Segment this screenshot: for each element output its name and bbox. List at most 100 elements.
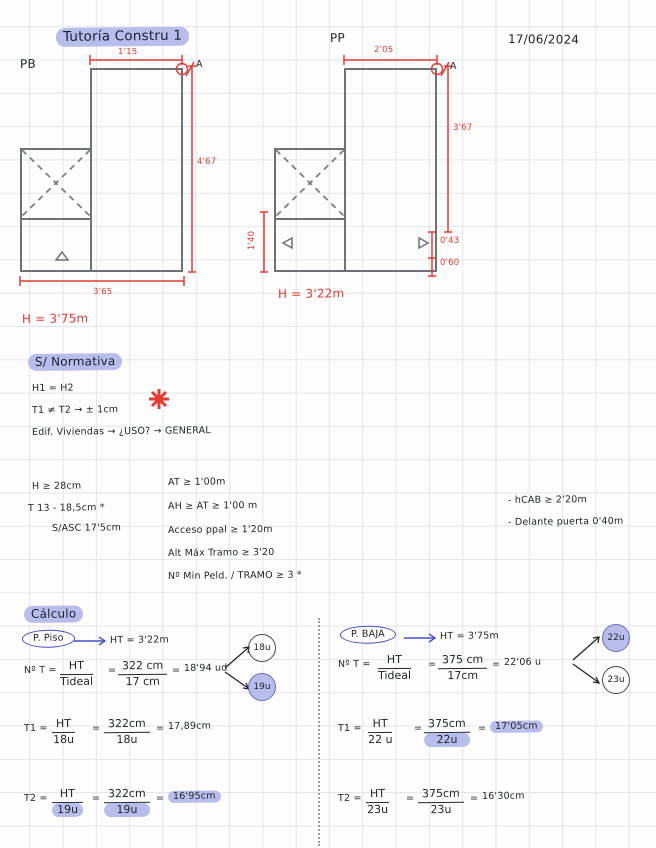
right-small-dimension-1: 0'43	[440, 236, 460, 246]
calculo-right-frac1-num: HT	[377, 653, 411, 669]
right-top-dimension: 2'05	[373, 45, 394, 56]
door-markers	[54, 236, 430, 261]
calculo-right-row0-name: T1 =	[337, 722, 362, 734]
normativa-left-rule-1: T 13 - 18,5cm *	[27, 502, 105, 514]
calculo-left-row0-name: T1 =	[23, 722, 48, 734]
calculo-left-row1-frac1-den: 19u	[52, 802, 84, 818]
right-height-note: H = 3'22m	[277, 286, 345, 301]
right-vertex-label: A	[449, 60, 457, 72]
left-dimension-lines	[19, 55, 196, 286]
wall-left-step-bottom	[20, 218, 92, 221]
wall-left-right-vertical	[181, 68, 184, 272]
calculo-right-row0-result: 17'05cm	[489, 720, 543, 733]
calculo-right-row1-eq1: =	[406, 793, 415, 804]
left-right-dimension: 4'67	[197, 157, 217, 167]
normativa-right-rule-2: Acceso ppal ≥ 1'20m	[167, 523, 273, 536]
wall-left-bottom	[20, 270, 183, 273]
red-asterisk-doodle	[149, 389, 169, 409]
normativa-line-1: T1 ≠ T2 → ± 1cm	[31, 404, 119, 416]
right-right-dimension: 3'67	[453, 123, 473, 133]
calculo-left-row1-result: 16'95cm	[167, 790, 221, 803]
calculo-right-result: 22'06 u	[503, 656, 542, 668]
calculo-right-row1-frac1-num: HT	[365, 787, 390, 803]
wall-right-step-bottom	[274, 218, 346, 221]
page-title-text: Tutoría Constru 1	[55, 26, 190, 47]
calculo-left-ht: HT = 3'22m	[109, 634, 170, 646]
wall-left-step-top	[20, 148, 92, 151]
calculo-right-frac-1: HT Tideal	[377, 653, 412, 683]
calculo-right-row0-frac1-num: HT	[367, 717, 393, 733]
calculo-left-frac2-den: 17 cm	[125, 674, 160, 688]
calculo-right-row1-result: 16'30cm	[481, 790, 525, 802]
calculo-left-frac1-den: Tideal	[60, 674, 94, 688]
calculo-left-badge-bottom[interactable]: 19u	[248, 673, 276, 701]
calculo-left-frac-1: HT Tideal	[59, 659, 94, 689]
calculo-left-row0-frac1-den: 18u	[53, 732, 75, 746]
calculo-right-badge-top[interactable]: 22u	[602, 624, 630, 652]
left-vertex-label: A	[195, 58, 203, 70]
calculo-left-row1-frac2-num: 322cm	[103, 787, 150, 803]
left-height-note: H = 3'75m	[21, 311, 89, 326]
calculo-left-badge-top[interactable]: 18u	[248, 634, 276, 662]
calculo-left-result: 18'94 ud	[183, 662, 228, 674]
calculo-left-row0-eq1: =	[92, 723, 101, 734]
calculo-left-row0-eq2: =	[156, 723, 165, 734]
normativa-side-note-0: - hCAB ≥ 2'20m	[507, 494, 587, 506]
calculo-left-row0-frac2-num: 322cm	[103, 717, 150, 733]
calculo-left-row0-result: 17,89cm	[167, 720, 212, 732]
left-room-dashed-x	[21, 149, 91, 217]
calc-left-branch-arrows	[224, 646, 251, 690]
right-left-dimension: 1'40	[247, 230, 258, 251]
calculo-left-row0-frac2-den: 18u	[116, 732, 138, 746]
red-asterisk-core	[154, 394, 164, 404]
calculo-left-row1-frac1: HT 19u	[51, 787, 84, 818]
drawing-right-label: PP	[329, 30, 345, 45]
normativa-right-rule-0: AT ≥ 1'00m	[167, 476, 226, 488]
calculo-right-row1-frac2-num: 375cm	[417, 787, 464, 803]
calculo-right-badge-bottom[interactable]: 23u	[602, 666, 630, 694]
calculo-right-row0-frac2-num: 375cm	[423, 717, 470, 733]
calculo-right-row1-frac1-den: 23u	[367, 802, 389, 816]
normativa-heading: S/ Normativa	[27, 353, 123, 371]
left-bottom-dimension: 3'65	[92, 287, 113, 298]
calculo-right-row1-name: T2 =	[337, 792, 362, 804]
calc-right-branch-arrows	[572, 636, 601, 684]
calculo-left-row0-frac1: HT 18u	[51, 717, 76, 747]
date-label: 17/06/2024	[507, 32, 580, 47]
calculo-left-floor-text: P. Piso	[21, 629, 75, 648]
calculo-left-row1-eq1: =	[92, 793, 101, 804]
calculo-left-frac-2: 322 cm 17 cm	[117, 659, 168, 689]
calculo-left-frac1-num: HT	[59, 659, 93, 675]
page-title: Tutoría Constru 1	[55, 26, 190, 47]
right-room-dashed-x	[275, 149, 345, 217]
wall-right-inner-vertical	[344, 68, 347, 271]
calculo-right-floor-label: P. BAJA	[339, 625, 396, 644]
calculo-heading-text: Cálculo	[23, 605, 84, 623]
calculo-left-eq-1: =	[108, 665, 117, 676]
calculo-right-frac-2: 375 cm 17cm	[437, 653, 488, 683]
wall-right-outer-vertical	[274, 148, 277, 272]
calculo-right-frac2-den: 17cm	[447, 668, 479, 682]
normativa-right-rule-3: Alt Máx Tramo ≥ 3'20	[167, 546, 275, 559]
calculo-right-formula-lead: Nº T =	[337, 658, 371, 670]
calculo-right-row0-eq1: =	[414, 723, 423, 734]
calculo-left-row1-frac1-num: HT	[51, 787, 83, 803]
calculo-right-row0-result-text: 17'05cm	[489, 720, 543, 733]
wall-right-right-vertical	[435, 68, 438, 272]
calculo-right-frac1-den: Tideal	[378, 668, 412, 682]
calculo-right-row1-frac2: 375cm 23u	[417, 787, 464, 817]
right-dimension-lines	[260, 55, 452, 277]
normativa-left-rule-0: H ≥ 28cm	[31, 480, 82, 492]
wall-right-top	[344, 68, 437, 71]
calculo-right-row0-frac1-den: 22 u	[368, 732, 393, 746]
wall-left-top	[90, 68, 183, 71]
calculo-right-floor-text: P. BAJA	[339, 625, 396, 644]
wall-left-outer-vertical	[20, 148, 23, 272]
calculo-left-frac2-num: 322 cm	[117, 659, 168, 675]
calculo-left-row0-frac1-num: HT	[51, 717, 76, 733]
wall-left-inner-vertical	[90, 68, 93, 271]
calculo-column-divider	[318, 618, 320, 846]
normativa-side-note-1: - Delante puerta 0'40m	[507, 515, 624, 528]
calculo-right-row0-frac1: HT 22 u	[367, 717, 393, 747]
